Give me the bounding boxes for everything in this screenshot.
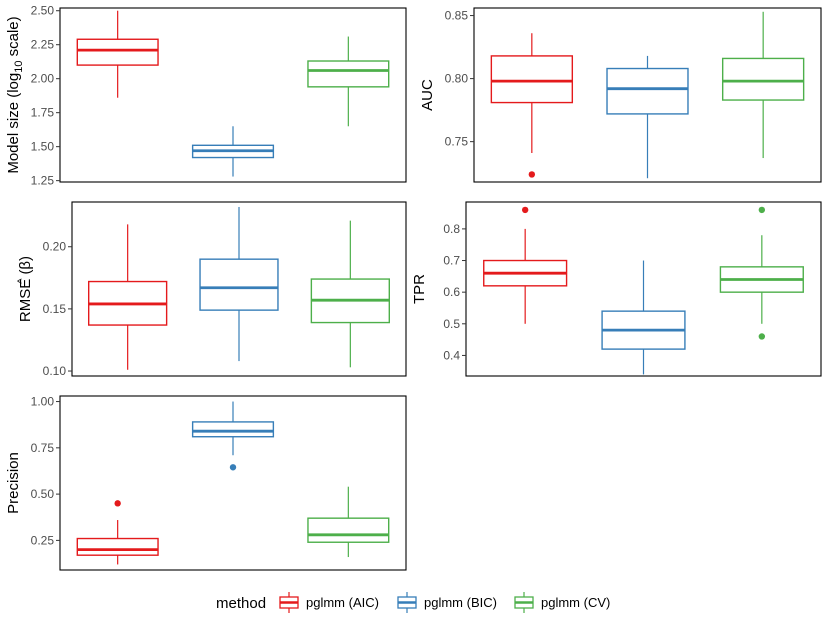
y-tick-label: 2.25 [31, 38, 55, 52]
hat-accent: ^ [16, 278, 28, 284]
panel-border [465, 201, 822, 377]
legend-label: pglmm (BIC) [424, 595, 497, 610]
y-tick-label: 0.75 [31, 441, 55, 455]
legend-item: pglmm (CV) [514, 592, 610, 613]
legend-item: pglmm (AIC) [279, 592, 379, 613]
box-1 [490, 33, 574, 178]
y-tick-label: 0.75 [445, 135, 469, 149]
box-1 [483, 206, 568, 324]
outlier-point [114, 500, 121, 507]
y-axis-label: Precision [5, 452, 22, 514]
outlier-point [229, 464, 237, 471]
legend: method pglmm (AIC) pglmm (BIC) pglmm (CV) [216, 592, 610, 613]
box-iqr [191, 421, 275, 438]
outlier-point [521, 206, 529, 214]
outlier-point [758, 333, 766, 340]
y-tick-label: 0.4 [443, 348, 460, 362]
box-iqr [307, 517, 390, 543]
y-tick-label: 1.00 [31, 395, 55, 409]
box-2 [191, 126, 275, 177]
legend-item: pglmm (BIC) [397, 592, 497, 613]
box-1 [87, 224, 168, 370]
panel-border [59, 7, 407, 183]
y-tick-label: 0.6 [443, 285, 460, 299]
box-iqr [307, 60, 390, 88]
box-3 [719, 206, 804, 340]
y-axis-label: Model size (log10 scale) [5, 16, 25, 173]
y-tick-label: 0.5 [443, 317, 460, 331]
y-tick-label: 1.25 [31, 174, 55, 188]
box-iqr [721, 57, 805, 101]
y-tick-label: 0.50 [31, 487, 55, 501]
y-tick-label: 2.00 [31, 72, 55, 86]
box-1 [76, 500, 159, 565]
legend-items: pglmm (AIC) pglmm (BIC) pglmm (CV) [279, 592, 610, 613]
legend-label: pglmm (CV) [541, 595, 610, 610]
y-axis-label: TPR [411, 274, 428, 304]
y-tick-label: 0.80 [445, 72, 469, 86]
panel-border [473, 7, 822, 183]
y-tick-label: 0.10 [43, 364, 67, 378]
box-iqr [76, 537, 159, 556]
y-tick-label: 0.25 [31, 533, 55, 547]
y-tick-label: 0.15 [43, 302, 67, 316]
box-iqr [199, 258, 279, 311]
y-tick-label: 1.50 [31, 140, 55, 154]
box-1 [76, 10, 159, 98]
panel-border [71, 201, 407, 377]
legend-label: pglmm (AIC) [306, 595, 379, 610]
box-3 [310, 220, 391, 368]
panel-border [59, 395, 407, 571]
y-axis-label: AUC [419, 79, 436, 111]
y-tick-label: 2.50 [31, 4, 55, 18]
outlier-point [528, 171, 536, 178]
legend-title: method [216, 595, 266, 612]
outlier-point [758, 206, 766, 214]
box-3 [307, 36, 390, 127]
y-tick-label: 0.20 [43, 240, 67, 254]
y-tick-label: 0.8 [443, 222, 460, 236]
y-tick-label: 0.85 [445, 9, 469, 23]
box-3 [307, 486, 390, 558]
box-2 [199, 206, 279, 362]
box-2 [606, 55, 689, 179]
box-iqr [490, 55, 574, 104]
box-2 [601, 260, 686, 375]
box-2 [191, 401, 275, 471]
y-tick-label: 1.75 [31, 106, 55, 120]
box-iqr [76, 38, 159, 66]
y-tick-label: 0.7 [443, 254, 460, 268]
y-axis-label: RMSE (β) [17, 256, 34, 322]
box-iqr [606, 67, 689, 115]
box-3 [721, 11, 805, 159]
